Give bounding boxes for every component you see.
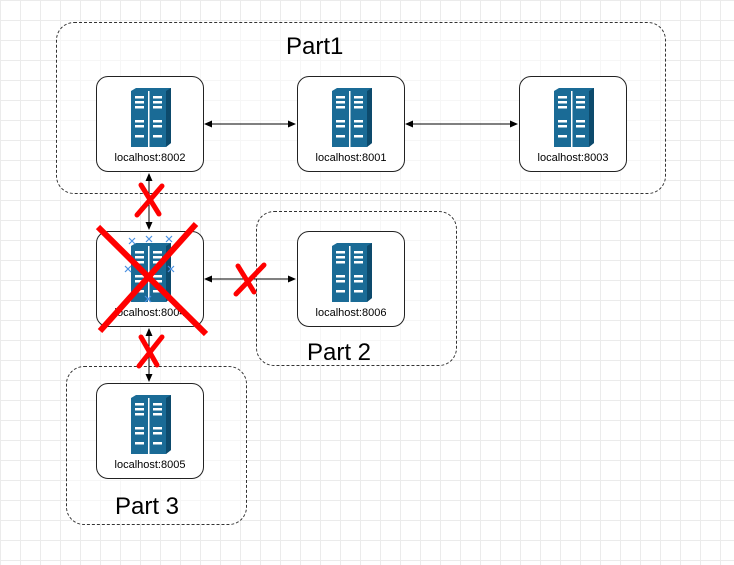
failure-cross-link-8004-8005 [136,334,165,369]
node-label: localhost:8005 [114,459,186,471]
node-localhost-8003[interactable]: localhost:8003 [519,76,627,172]
node-localhost-8002[interactable]: localhost:8002 [96,76,204,172]
failure-cross-node-8004 [95,221,209,337]
selection-handles [124,235,175,303]
node-label: localhost:8002 [114,152,186,164]
group-label-part3: Part 3 [115,493,180,520]
failure-cross-link-8004-8006 [233,262,267,297]
node-localhost-8005[interactable]: localhost:8005 [96,383,204,479]
group-label-part1: Part1 [286,33,344,60]
node-label: localhost:8006 [315,307,387,319]
failure-cross-link-8002-8004 [134,182,165,218]
node-localhost-8006[interactable]: localhost:8006 [297,231,405,327]
node-label: localhost:8003 [537,152,609,164]
node-label: localhost:8001 [315,152,387,164]
node-label: localhost:8004 [114,307,186,319]
group-label-part2: Part 2 [307,339,372,366]
node-localhost-8001[interactable]: localhost:8001 [297,76,405,172]
